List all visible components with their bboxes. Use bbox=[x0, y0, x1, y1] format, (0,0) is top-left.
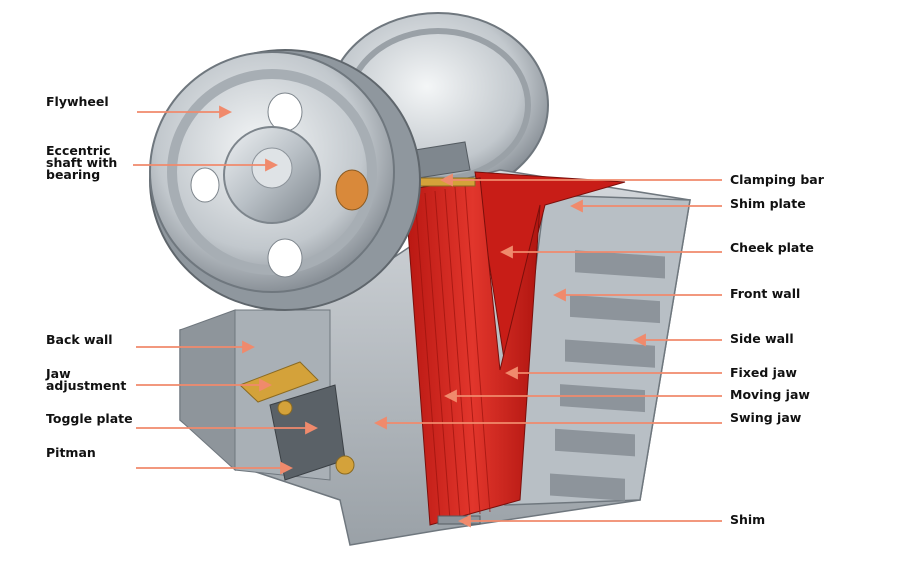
label-toggle-plate: Toggle plate bbox=[46, 411, 133, 426]
label-cheek-plate: Cheek plate bbox=[730, 240, 814, 255]
label-front-wall: Front wall bbox=[730, 286, 801, 301]
arrow-moving-jaw bbox=[443, 389, 722, 403]
shim bbox=[437, 515, 481, 525]
arrow-back-wall bbox=[136, 340, 256, 354]
label-pitman: Pitman bbox=[46, 445, 96, 460]
arrow-flywheel bbox=[137, 105, 233, 119]
front-flywheel bbox=[149, 49, 421, 311]
arrow-jaw-adjustment bbox=[136, 378, 273, 392]
arrow-eccentric-shaft bbox=[133, 158, 279, 172]
arrow-shim bbox=[457, 514, 722, 528]
arrow-fixed-jaw bbox=[504, 366, 722, 380]
label-back-wall: Back wall bbox=[46, 332, 113, 347]
label-clamping-bar: Clamping bar bbox=[730, 172, 824, 187]
label-jaw-adjustment: Jaw adjustment bbox=[46, 366, 127, 393]
label-shim: Shim bbox=[730, 512, 766, 527]
label-shim-plate: Shim plate bbox=[730, 196, 806, 211]
arrow-swing-jaw bbox=[373, 416, 722, 430]
label-fixed-jaw: Fixed jaw bbox=[730, 365, 797, 380]
arrow-cheek-plate bbox=[499, 245, 722, 259]
callout-arrows bbox=[133, 105, 722, 528]
jaw-plates bbox=[404, 171, 626, 526]
label-side-wall: Side wall bbox=[730, 331, 794, 346]
arrow-shim-plate bbox=[569, 199, 722, 213]
label-flywheel: Flywheel bbox=[46, 94, 109, 109]
arrow-clamping-bar bbox=[439, 173, 722, 187]
arrow-toggle-plate bbox=[136, 421, 319, 435]
label-moving-jaw: Moving jaw bbox=[730, 387, 810, 402]
arrow-front-wall bbox=[552, 288, 722, 302]
label-eccentric-shaft: Eccentric shaft with bearing bbox=[46, 143, 118, 182]
arrow-pitman bbox=[136, 461, 294, 475]
label-swing-jaw: Swing jaw bbox=[730, 410, 802, 425]
side-wall bbox=[504, 194, 691, 506]
arrow-side-wall bbox=[632, 333, 722, 347]
